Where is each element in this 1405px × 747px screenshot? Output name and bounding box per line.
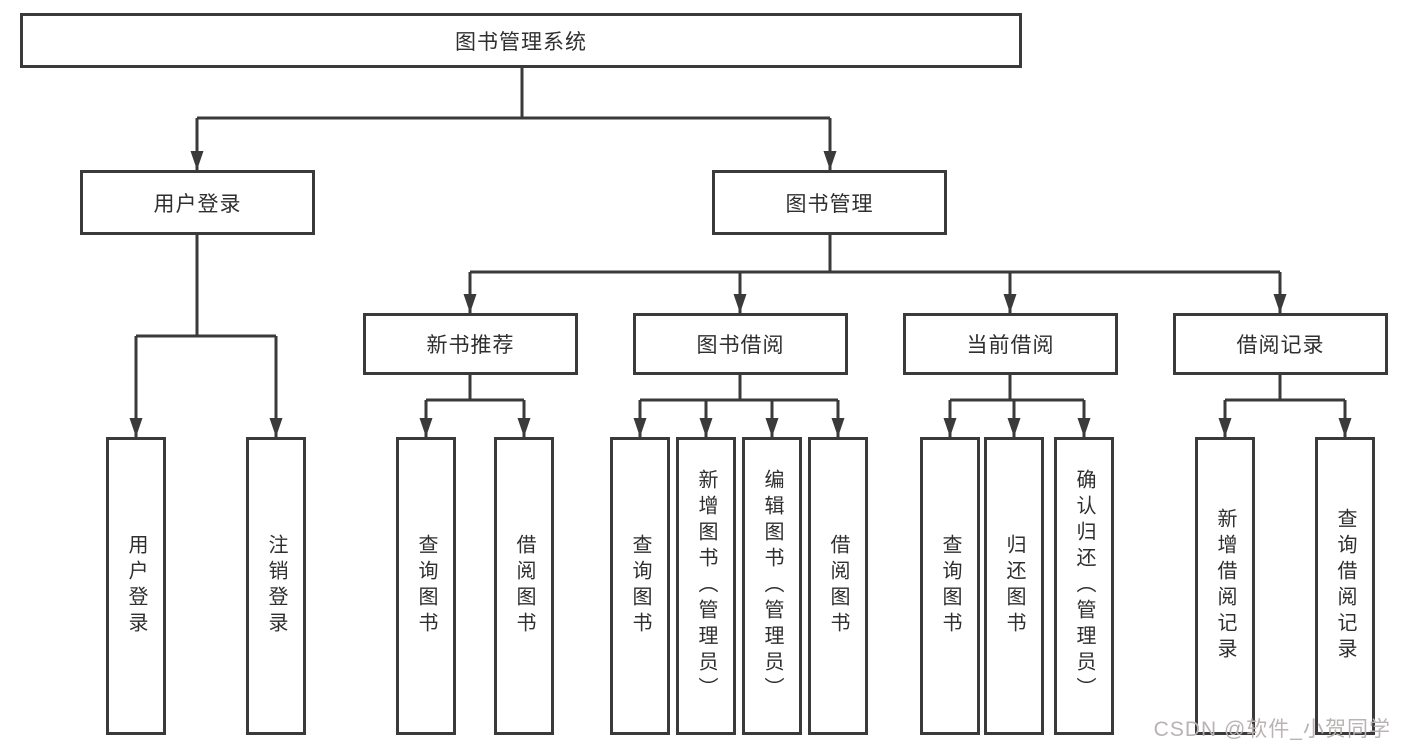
connector-borrowing-records-branch (1225, 375, 1345, 402)
connector-book-management-branch (470, 235, 1280, 274)
leaf-add-borrow-record-label: 新增借阅记录 (1214, 508, 1236, 664)
node-user-login-label: 用户登录 (153, 192, 242, 216)
leaf-add-books-admin: 新增图书（管理员） (676, 437, 736, 735)
node-borrowing-records-label: 借阅记录 (1236, 334, 1325, 357)
leaf-borrow-books: 借阅图书 (808, 437, 868, 735)
leaf-borrow-books-label: 借阅图书 (827, 534, 849, 638)
leaf-confirm-return-admin-label: 确认归还（管理员） (1073, 469, 1095, 703)
node-new-book-recommend-label: 新书推荐 (426, 334, 515, 357)
leaf-confirm-return-admin: 确认归还（管理员） (1054, 437, 1114, 735)
leaf-borrow-books-recommend: 借阅图书 (494, 437, 554, 735)
connector-current-borrowing-branch (950, 375, 1084, 402)
leaf-add-books-admin-label: 新增图书（管理员） (695, 469, 717, 703)
leaf-user-login-label: 用户登录 (125, 534, 147, 638)
leaf-edit-books-admin: 编辑图书（管理员） (742, 437, 802, 735)
node-root-label: 图书管理系统 (455, 30, 587, 54)
node-book-borrowing: 图书借阅 (633, 313, 848, 375)
connector-book-borrowing-branch (640, 375, 838, 402)
leaf-borrow-books-recommend-label: 借阅图书 (513, 534, 535, 638)
leaf-query-books-recommend: 查询图书 (396, 437, 456, 735)
node-user-login: 用户登录 (80, 170, 315, 235)
leaf-user-login: 用户登录 (106, 437, 166, 735)
leaf-return-books-label: 归还图书 (1003, 534, 1025, 638)
csdn-watermark: CSDN @软件_小贺同学 (1153, 718, 1391, 741)
node-current-borrowing: 当前借阅 (903, 313, 1118, 375)
leaf-logout: 注销登录 (246, 437, 306, 735)
leaf-query-books-borrowing: 查询图书 (610, 437, 670, 735)
node-book-management: 图书管理 (712, 170, 947, 235)
node-book-borrowing-label: 图书借阅 (696, 334, 785, 357)
node-root-system: 图书管理系统 (20, 13, 1022, 68)
leaf-query-books-current: 查询图书 (920, 437, 980, 735)
leaf-query-books-borrowing-label: 查询图书 (629, 534, 651, 638)
node-borrowing-records: 借阅记录 (1173, 313, 1388, 375)
connector-user-login-branch (136, 235, 276, 338)
leaf-query-books-recommend-label: 查询图书 (415, 534, 437, 638)
leaf-edit-books-admin-label: 编辑图书（管理员） (761, 469, 783, 703)
leaf-query-books-current-label: 查询图书 (939, 534, 961, 638)
leaf-query-borrow-record: 查询借阅记录 (1315, 437, 1375, 735)
node-new-book-recommend: 新书推荐 (363, 313, 578, 375)
leaf-add-borrow-record: 新增借阅记录 (1195, 437, 1255, 735)
leaf-query-borrow-record-label: 查询借阅记录 (1334, 508, 1356, 664)
leaf-logout-label: 注销登录 (265, 534, 287, 638)
node-current-borrowing-label: 当前借阅 (966, 334, 1055, 357)
connector-root-branch (197, 68, 830, 120)
leaf-return-books: 归还图书 (984, 437, 1044, 735)
connector-new-book-branch (426, 375, 524, 402)
node-book-management-label: 图书管理 (785, 192, 874, 216)
